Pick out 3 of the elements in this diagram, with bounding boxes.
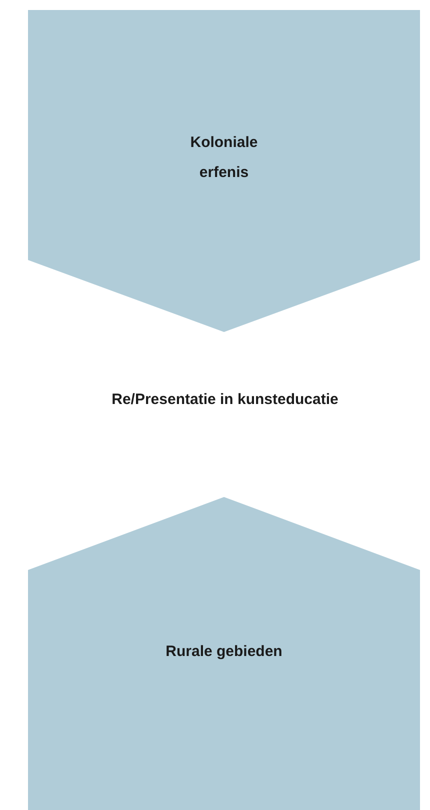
node-label: Koloniale erfenis xyxy=(189,133,259,183)
node-label: Rurale gebieden xyxy=(164,642,284,662)
center-label: Re/Presentatie in kunsteducatie xyxy=(110,390,340,410)
